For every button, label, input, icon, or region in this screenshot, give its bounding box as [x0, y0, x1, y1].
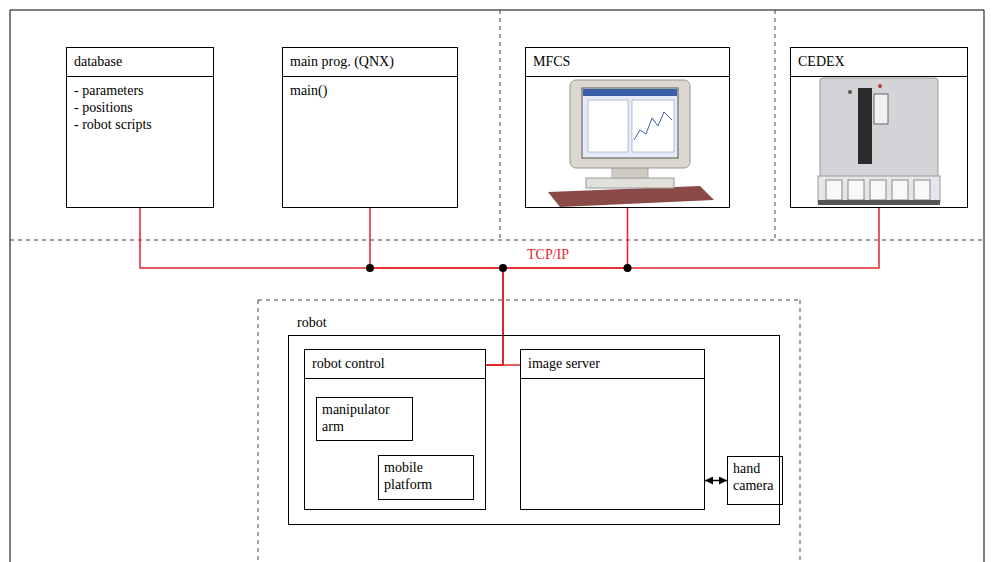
monitor-body — [570, 80, 690, 168]
server-box: image server — [520, 349, 705, 510]
dashed-divider — [500, 10, 501, 240]
box-heading: mobile platform — [379, 456, 459, 496]
header-rule — [283, 76, 457, 77]
network-link — [486, 208, 879, 365]
sample-tube — [892, 180, 908, 200]
analyser-slot — [874, 94, 888, 124]
analyser-light — [878, 84, 882, 88]
frame-line — [10, 10, 11, 562]
analyser-panel — [858, 88, 872, 164]
dashed-divider — [775, 10, 776, 240]
box-heading: MFCS — [526, 48, 577, 76]
header-rule — [526, 76, 729, 77]
frame-line — [10, 10, 984, 11]
box-text: main() — [290, 82, 327, 99]
monitor-screen — [582, 88, 678, 158]
link-label: TCP/IP — [525, 246, 571, 263]
sample-tube — [870, 180, 886, 200]
header-rule — [67, 76, 213, 77]
box-heading: robot control — [305, 350, 392, 378]
header-rule — [791, 76, 967, 77]
sample-carousel — [818, 176, 940, 202]
network-link — [486, 364, 520, 366]
network-link — [370, 208, 503, 365]
box-heading: manipulator arm — [317, 398, 407, 438]
box-heading: CEDEX — [791, 48, 852, 76]
box-heading: main prog. (QNX) — [283, 48, 401, 76]
analyser-body — [820, 78, 938, 178]
junction-dot — [499, 264, 507, 272]
dashed-region — [258, 300, 259, 562]
network-link — [705, 480, 727, 482]
dashed-region — [258, 300, 800, 301]
box-heading: image server — [521, 350, 607, 378]
sample-tube — [848, 180, 864, 200]
box-text: - robot scripts — [74, 116, 152, 133]
desk-mat — [548, 186, 714, 207]
window-panel — [632, 100, 674, 152]
screen-chart — [634, 112, 672, 140]
junction-dot — [624, 264, 632, 272]
frame-line — [984, 10, 985, 562]
box-text: - parameters — [74, 82, 144, 99]
header-rule — [521, 378, 704, 379]
robot-box: robotrobot controlmanipulator armmobile … — [288, 335, 780, 525]
dashed-region — [800, 300, 801, 562]
box-heading: hand camera — [728, 457, 782, 497]
analyser-box: CEDEX — [790, 47, 968, 208]
control-box: robot control manipulator arm mobile platf… — [304, 349, 486, 510]
window-panel — [588, 100, 628, 152]
box-heading: database — [67, 48, 129, 76]
sample-tube — [826, 180, 842, 200]
network-link — [140, 208, 503, 365]
network-link — [486, 208, 628, 365]
box-text: - positions — [74, 99, 133, 116]
database-box: database - parameters- positions- robot s… — [66, 47, 214, 208]
analyser-base — [818, 200, 940, 205]
keyboard — [586, 178, 674, 188]
header-rule — [305, 378, 485, 379]
sample-tube — [914, 180, 930, 200]
window-titlebar — [583, 89, 677, 96]
camera-box: hand camera — [727, 456, 783, 505]
dashed-divider — [10, 240, 984, 241]
program-box: main prog. (QNX) main() — [282, 47, 458, 208]
computer-box: MFCS — [525, 47, 730, 208]
component-box: mobile platform — [378, 455, 474, 500]
junction-dot — [366, 264, 374, 272]
analyser-light — [848, 90, 852, 94]
box-heading: robot — [297, 314, 327, 331]
component-box: manipulator arm — [316, 397, 413, 441]
